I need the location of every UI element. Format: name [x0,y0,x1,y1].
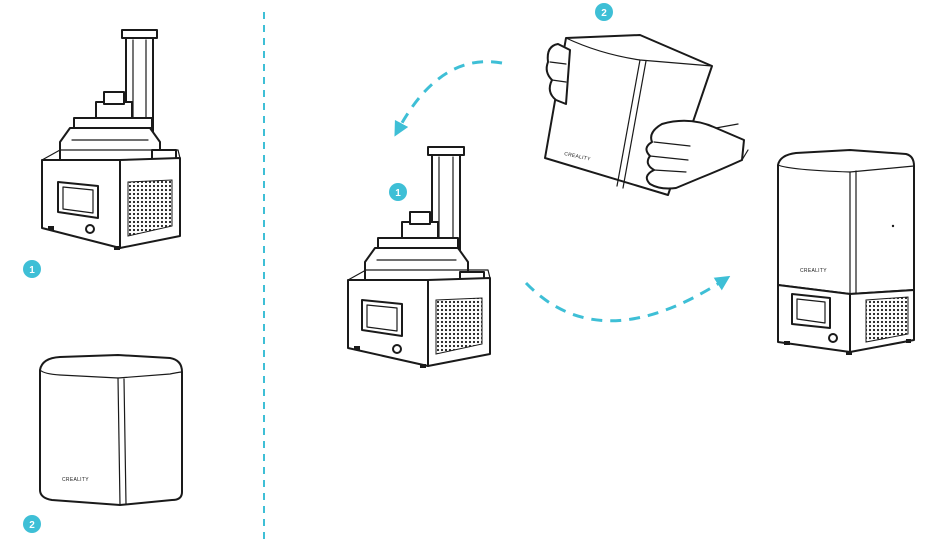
step-number: 2 [601,8,607,19]
step-badge-left-cover: 2 [23,515,41,533]
assembled-printer-illustration: CREALITY [777,149,915,355]
cover-illustration-left: CREALITY [39,354,183,506]
cover-logo: CREALITY [62,477,89,483]
step-number: 1 [29,265,35,276]
printer-illustration-left [41,29,181,250]
step-badge-center-printer: 1 [389,183,407,201]
cover-logo: CREALITY [564,151,592,163]
curved-arrow-right [524,275,731,323]
step-number: 2 [29,520,35,531]
step-badge-left-printer: 1 [23,260,41,278]
step-badge-held-cover: 2 [595,3,613,21]
cover-logo: CREALITY [800,268,827,274]
step-number: 1 [395,188,401,199]
curved-arrow-up-left [394,60,503,137]
cover-held-illustration: CREALITY [544,34,749,196]
printer-illustration-center [347,146,491,368]
